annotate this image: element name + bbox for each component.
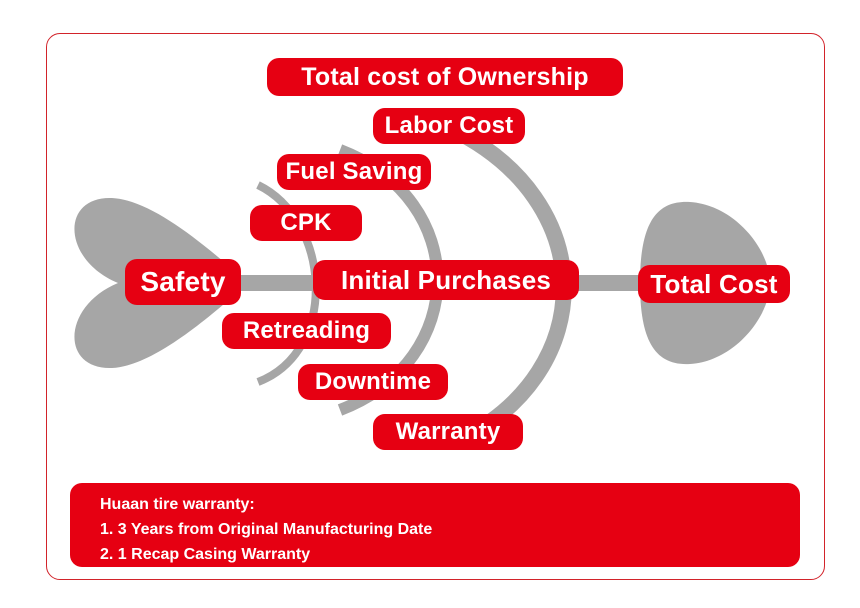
cause-downtime: Downtime [298, 364, 448, 400]
warranty-item: 2. 1 Recap Casing Warranty [100, 546, 311, 563]
cause-labor-cost: Labor Cost [373, 108, 525, 144]
warranty-item: 1. 3 Years from Original Manufacturing D… [100, 521, 433, 538]
warranty-note: Huaan tire warranty: 1. 3 Years from Ori… [70, 483, 800, 567]
cause-fuel-saving: Fuel Saving [277, 154, 431, 190]
warranty-heading: Huaan tire warranty: [100, 496, 255, 513]
cause-retreading: Retreading [222, 313, 391, 349]
top-label-pill: Total cost of Ownership [267, 58, 623, 96]
spine-label-pill: Initial Purchases [313, 260, 579, 300]
head-label-pill: Total Cost [638, 265, 790, 303]
cause-cpk: CPK [250, 205, 362, 241]
tail-label-pill: Safety [125, 259, 241, 305]
cause-warranty: Warranty [373, 414, 523, 450]
